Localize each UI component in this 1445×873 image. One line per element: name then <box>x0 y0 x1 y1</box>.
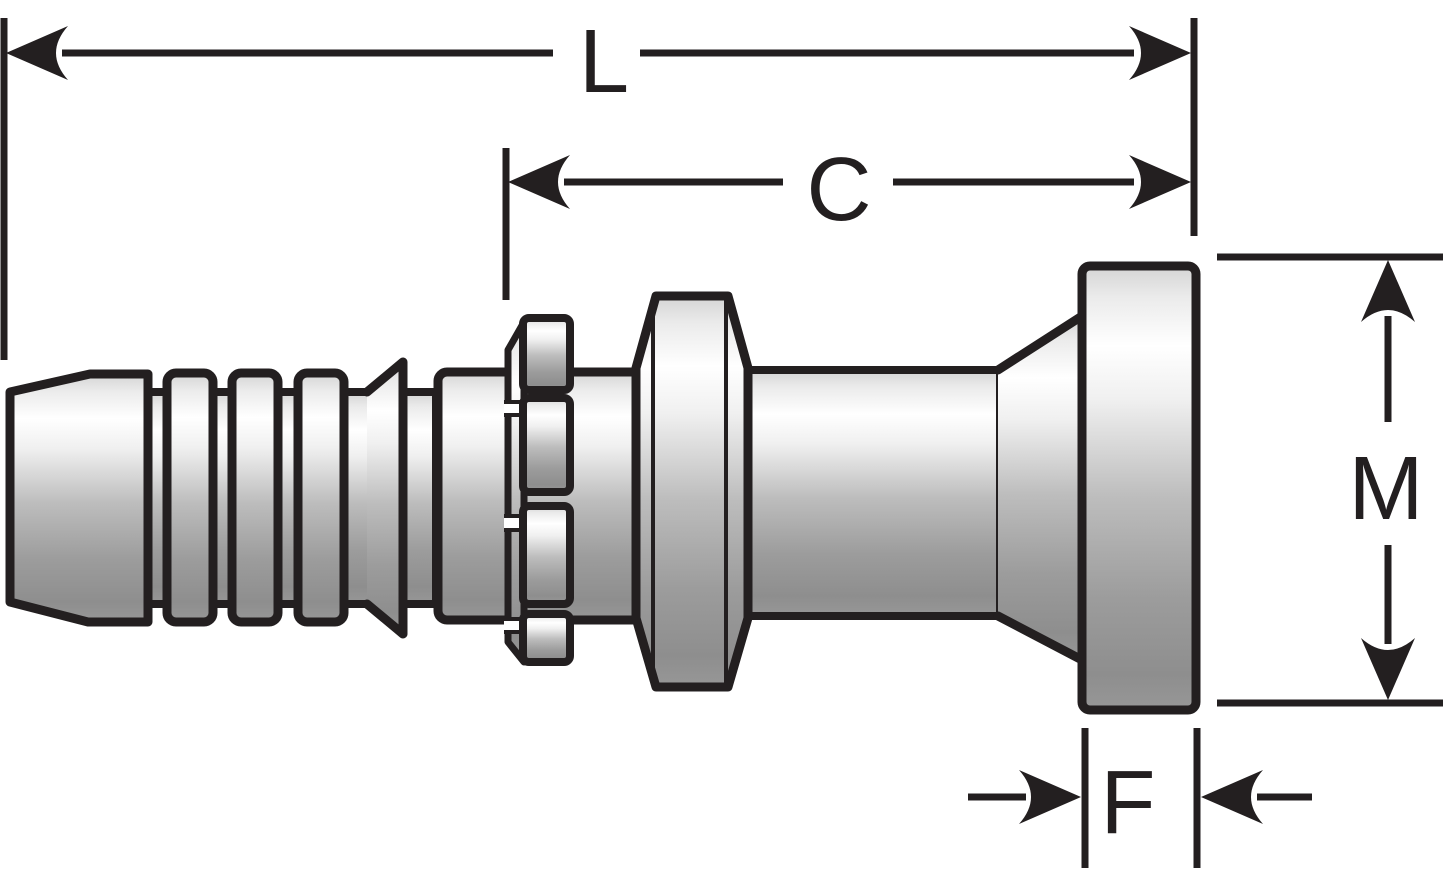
barb-rib-1 <box>162 368 218 627</box>
f-arrow-right-icon <box>1019 770 1081 824</box>
stem-flare <box>367 362 403 634</box>
l-arrow-left-icon <box>6 26 68 80</box>
flange-cone-top-edge <box>993 311 1087 375</box>
barb-rib-3 <box>293 368 349 627</box>
flange-cone-bottom-edge <box>993 611 1087 665</box>
dim-label-f: F <box>1101 753 1156 853</box>
f-arrow-left-icon <box>1201 770 1263 824</box>
shaft <box>738 366 1004 620</box>
dimension-C: C <box>502 140 1191 300</box>
spiral-washer-segment-3 <box>519 502 574 608</box>
spiral-washer-segment-4 <box>519 610 574 666</box>
spiral-washer <box>504 314 574 666</box>
dim-label-m: M <box>1349 439 1424 539</box>
spiral-washer-segment-1 <box>519 314 574 394</box>
dimension-F: F <box>968 728 1312 868</box>
dimension-L: L <box>0 12 1198 360</box>
hex-nut-outline <box>631 291 753 692</box>
stem-flare-outline <box>362 357 408 639</box>
flange-cone <box>998 316 1082 660</box>
barb-rib-2 <box>227 368 283 627</box>
c-arrow-right-icon <box>1129 155 1191 209</box>
hex-nut <box>631 291 753 692</box>
fitting-body <box>5 261 1201 715</box>
m-arrow-down-icon <box>1361 638 1415 700</box>
dim-label-c: C <box>807 140 872 240</box>
dimension-M: M <box>1217 253 1443 707</box>
dim-label-l: L <box>579 12 629 112</box>
c-arrow-left-icon <box>508 155 570 209</box>
l-arrow-right-icon <box>1129 26 1191 80</box>
m-arrow-up-icon <box>1361 260 1415 322</box>
spiral-washer-segment-2 <box>519 394 574 496</box>
flange <box>1077 261 1201 715</box>
stem-nose <box>5 369 153 627</box>
